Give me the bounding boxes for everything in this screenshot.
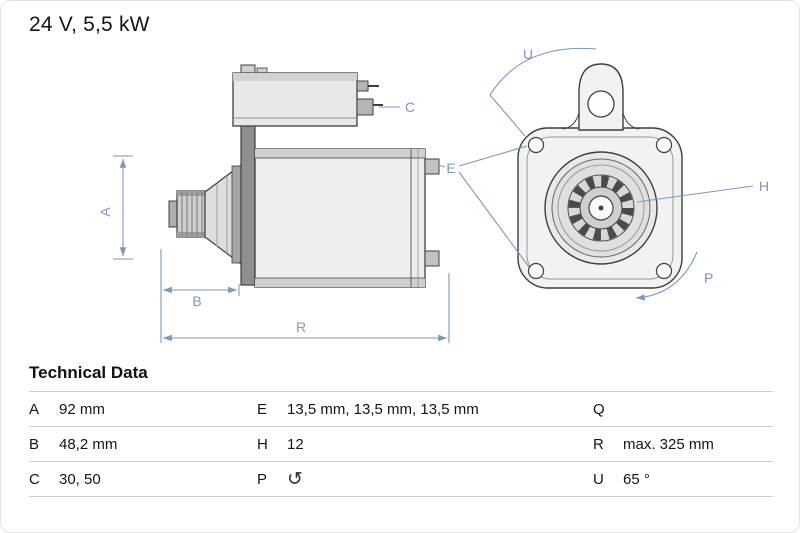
spec-value: 30, 50 <box>59 461 257 497</box>
dim-label-p: P <box>704 270 713 286</box>
pinion-teeth-front <box>568 175 634 241</box>
spec-value: max. 325 mm <box>623 426 773 462</box>
mounting-hole <box>655 262 673 280</box>
spec-value: ↺ <box>287 461 593 497</box>
mounting-hole <box>527 136 545 154</box>
table-row: C 30, 50 P ↺ U 65 ° <box>29 461 773 497</box>
page-title: 24 V, 5,5 kW <box>29 13 150 36</box>
spec-key: H <box>257 426 287 462</box>
spec-value <box>623 391 773 427</box>
spec-key: P <box>257 461 287 497</box>
table-title: Technical Data <box>29 363 148 382</box>
dim-label-h: H <box>759 178 769 194</box>
technical-data-section: Technical Data A 92 mm E 13,5 mm, 13,5 m… <box>29 363 773 497</box>
spec-key: A <box>29 391 59 427</box>
spec-key: E <box>257 391 287 427</box>
spec-key: R <box>593 426 623 462</box>
motor-body <box>254 148 426 288</box>
pinion-gear <box>176 190 206 238</box>
solenoid-terminal-1 <box>356 80 369 92</box>
dim-label-c: C <box>405 99 415 115</box>
dim-label-a: A <box>97 207 113 217</box>
spec-table: A 92 mm E 13,5 mm, 13,5 mm, 13,5 mm Q B … <box>29 391 773 497</box>
spec-value: 13,5 mm, 13,5 mm, 13,5 mm <box>287 391 593 427</box>
mounting-plate <box>240 118 256 286</box>
mounting-hole <box>527 262 545 280</box>
spec-value: 92 mm <box>59 391 257 427</box>
technical-drawing: A B C E H P R U <box>97 46 769 343</box>
table-row: A 92 mm E 13,5 mm, 13,5 mm, 13,5 mm Q <box>29 391 773 427</box>
mounting-hole <box>655 136 673 154</box>
dim-label-b: B <box>192 293 201 309</box>
spec-key: Q <box>593 391 623 427</box>
dimension-lines <box>113 47 754 343</box>
table-row: B 48,2 mm H 12 R max. 325 mm <box>29 426 773 462</box>
front-view-drawing <box>517 63 683 289</box>
dim-label-u: U <box>523 46 533 62</box>
shaft-tip <box>168 200 178 228</box>
dim-label-r: R <box>296 319 306 335</box>
side-view-drawing <box>168 64 440 288</box>
rotation-direction-icon: ↺ <box>287 468 303 490</box>
spec-value: 65 ° <box>623 461 773 497</box>
body-terminal-top <box>424 158 440 175</box>
ear-hole <box>587 90 615 118</box>
body-terminal-bottom <box>424 250 440 267</box>
spec-key: U <box>593 461 623 497</box>
spec-key: B <box>29 426 59 462</box>
spec-key: C <box>29 461 59 497</box>
spec-value: 48,2 mm <box>59 426 257 462</box>
solenoid-terminal-2 <box>356 98 374 116</box>
dim-label-e: E <box>446 160 455 176</box>
spec-value: 12 <box>287 426 593 462</box>
